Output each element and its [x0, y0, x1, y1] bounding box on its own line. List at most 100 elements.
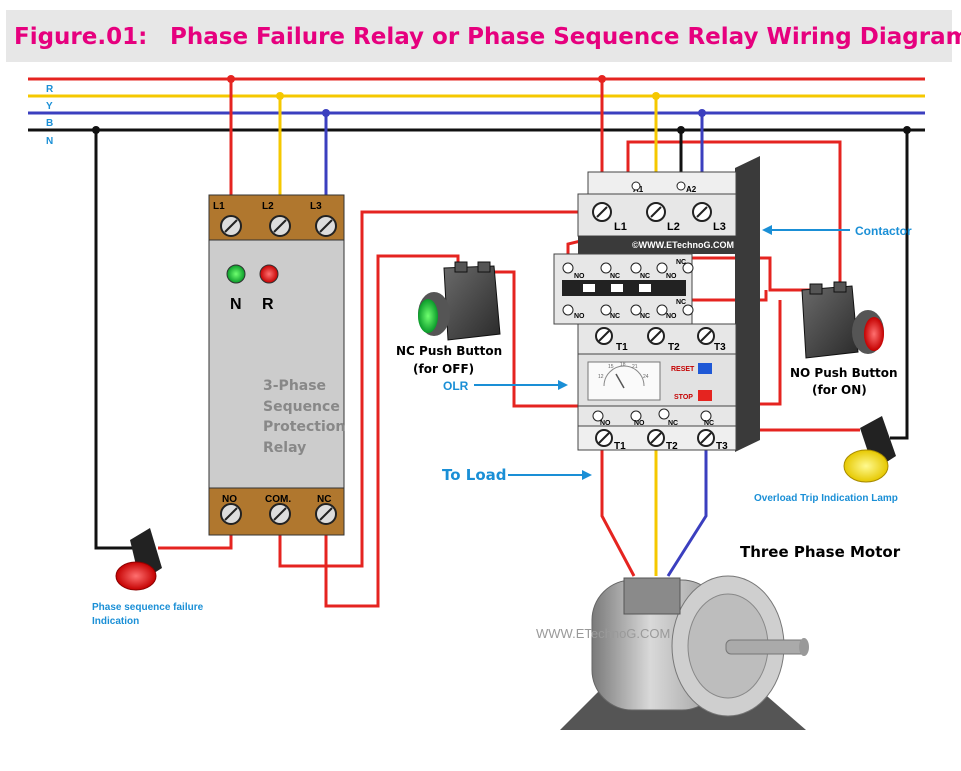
screw-terminal — [630, 262, 642, 274]
olr-terminal-label: T3 — [716, 441, 728, 452]
olr-aux-label: NC — [668, 420, 678, 427]
relay-terminal-label: COM. — [265, 494, 291, 505]
aux-slot — [562, 280, 686, 296]
olr-aux-label: NO — [600, 420, 611, 427]
stop-button[interactable] — [698, 390, 712, 401]
bus-label-n: N — [46, 136, 53, 147]
olr-stop-label: STOP — [674, 394, 693, 401]
green-button-icon[interactable] — [418, 299, 438, 333]
contactor-terminal-label: T2 — [668, 342, 680, 353]
screw-terminal — [656, 262, 668, 274]
bus-label-y: Y — [46, 101, 53, 112]
title-bar — [6, 10, 952, 62]
contactor-load-screws — [595, 327, 715, 345]
relay-label-line: Sequence — [263, 399, 340, 415]
contactor-watermark: ©WWW.ETechnoG.COM — [632, 240, 734, 250]
aux-label: NC — [676, 299, 686, 306]
motor-terminal-box — [623, 577, 681, 615]
screw-terminal — [658, 408, 670, 420]
relay-terminal-label: L2 — [262, 201, 274, 212]
relay-label-line: 3-Phase — [263, 378, 326, 394]
motor-watermark: WWW.ETechnoG.COM — [536, 626, 670, 641]
screw-terminal — [682, 262, 694, 274]
dial-mark: 15 — [608, 364, 614, 370]
bus-label-b: B — [46, 118, 53, 129]
nc-button-label: (for OFF) — [413, 362, 474, 376]
screw-terminal — [592, 410, 604, 422]
reset-button[interactable] — [698, 363, 712, 374]
overload-trip-lamp: Overload Trip Indication Lamp — [754, 416, 898, 504]
screw-terminal — [700, 410, 712, 422]
dial-mark: 12 — [598, 374, 604, 380]
junction-dot — [652, 92, 660, 100]
motor-shaft — [725, 639, 807, 655]
aux-label: NO — [666, 273, 677, 280]
phase-sequence-relay: L1 L2 L3 N R 3-Phase Sequence Protection… — [208, 194, 345, 536]
bus-label-r: R — [46, 84, 54, 95]
screw-terminal — [600, 304, 612, 316]
contactor-callout: Contactor — [855, 224, 912, 238]
screw-terminal — [562, 262, 574, 274]
phase-fail-label: Phase sequence failure — [92, 602, 204, 613]
contactor-side — [735, 156, 760, 452]
relay-terminal-label: L1 — [213, 201, 225, 212]
screw-terminal — [676, 181, 686, 191]
aux-label: NC — [640, 313, 650, 320]
junction-dot — [598, 75, 606, 83]
wire-load-t3 — [666, 450, 708, 577]
wire-neutral-fail-lamp — [94, 130, 140, 550]
contactor-line-screws — [592, 202, 712, 222]
no-button-label: (for ON) — [812, 383, 867, 397]
aux-top-screws — [562, 262, 694, 274]
screw-terminal — [656, 304, 668, 316]
coil-a2-label: A2 — [686, 185, 697, 194]
red-lamp-icon — [115, 561, 157, 591]
no-button-label: NO Push Button — [790, 366, 898, 380]
relay-terminal-label: NC — [317, 494, 331, 505]
relay-terminal-label: L3 — [310, 201, 322, 212]
led-label-r: R — [262, 296, 274, 313]
relay-label-line: Relay — [263, 440, 306, 456]
wire-load-t1 — [600, 450, 636, 577]
led-label-n: N — [230, 296, 242, 313]
aux-bottom-screws — [562, 304, 694, 316]
bus-bars: R Y B N — [28, 77, 925, 147]
contactor-terminal-label: L2 — [667, 221, 680, 233]
aux-label: NC — [676, 259, 686, 266]
aux-label: NC — [640, 273, 650, 280]
aux-label: NC — [610, 313, 620, 320]
motor-label: Three Phase Motor — [740, 543, 901, 561]
junctions — [92, 75, 911, 134]
to-load-callout: To Load — [442, 466, 507, 484]
nc-push-button[interactable]: NC Push Button (for OFF) — [396, 261, 502, 376]
screw-terminal — [682, 304, 694, 316]
aux-label: NO — [574, 273, 585, 280]
screw-terminal — [562, 304, 574, 316]
screw-terminal — [631, 181, 641, 191]
wire-nc-loop — [324, 254, 460, 608]
relay-bottom-screws — [220, 503, 337, 525]
no-push-button[interactable]: NO Push Button (for ON) — [790, 281, 898, 397]
junction-dot — [92, 126, 100, 134]
wire-neutral-olr-lamp — [890, 130, 909, 440]
screw-terminal — [630, 304, 642, 316]
aux-label: NO — [574, 313, 585, 320]
wire-ncpb-olr — [486, 270, 602, 408]
yellow-lamp-icon — [843, 449, 889, 483]
screw-terminal — [630, 410, 642, 422]
contactor-terminal-label: L1 — [614, 221, 627, 233]
junction-dot — [698, 109, 706, 117]
contactor-band — [578, 236, 736, 254]
olr-terminal-label: T2 — [666, 441, 678, 452]
callouts: Contactor OLR To Load — [442, 224, 912, 484]
olr-output-screws — [595, 429, 715, 447]
nc-button-housing — [443, 265, 501, 341]
olr-aux-label: NC — [704, 420, 714, 427]
aux-label: NO — [666, 313, 677, 320]
red-button-icon[interactable] — [864, 317, 884, 351]
contactor-terminal-label: T1 — [616, 342, 628, 353]
led-red-indicator — [259, 264, 279, 284]
aux-label: NC — [610, 273, 620, 280]
junction-dot — [903, 126, 911, 134]
relay-label-line: Protection — [263, 419, 345, 435]
